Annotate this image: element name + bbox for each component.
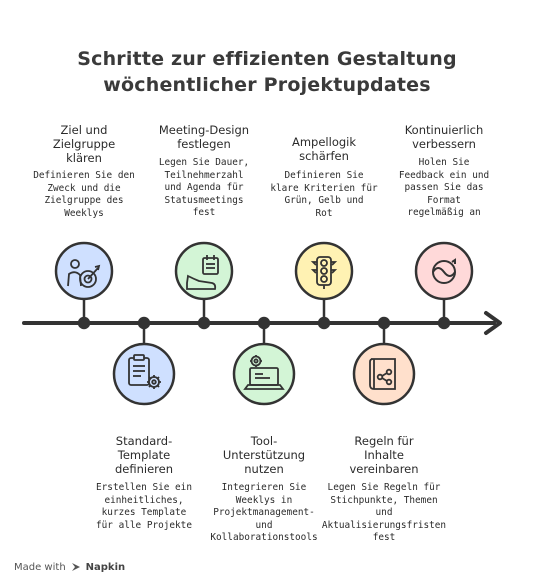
step-7-circle <box>414 241 474 301</box>
target-archer-icon <box>67 259 101 288</box>
step-6-circle <box>352 342 416 406</box>
title-line-2: wöchentlicher Projektupdates <box>103 74 431 96</box>
laptop-gear-icon <box>243 355 285 390</box>
step-3-title: Meeting-Design festlegen <box>158 123 250 151</box>
step-4-title: Tool- Unterstützung nutzen <box>222 434 306 476</box>
step-3-description: Legen Sie Dauer, Teilnehmerzahl und Agen… <box>158 157 250 218</box>
step-5-title: Ampellogik schärfen <box>291 135 357 163</box>
step-1-title: Ziel und Zielgruppe klären <box>52 123 116 165</box>
book-share-icon <box>369 358 396 390</box>
step-7-title: Kontinuierlich verbessern <box>404 123 484 151</box>
infinity-loop-icon <box>432 258 456 284</box>
step-5-description: Definieren Sie klare Kriterien für Grün,… <box>270 170 378 219</box>
title-line-1: Schritte zur effizienten Gestaltung <box>77 48 457 70</box>
footer-watermark: Made with Napkin <box>14 561 125 573</box>
document-gear-icon <box>128 354 161 389</box>
traffic-light-icon <box>310 256 338 289</box>
napkin-logo-icon <box>71 563 80 571</box>
made-with-label: Made with <box>14 561 66 573</box>
timeline-arrowhead <box>484 311 502 335</box>
diagram-title: Schritte zur effizienten Gestaltung wöch… <box>0 46 534 98</box>
step-4-description: Integrieren Sie Weeklys in Projektmanage… <box>210 482 318 543</box>
step-2-description: Erstellen Sie ein einheitliches, kurzes … <box>96 482 192 531</box>
calendar-shoe-icon <box>186 255 219 290</box>
timeline-markers <box>77 299 451 344</box>
napkin-brand-label: Napkin <box>85 561 126 573</box>
step-2-title: Standard- Template definieren <box>114 434 174 476</box>
step-1-circle <box>54 241 114 301</box>
step-6-title: Regeln für Inhalte vereinbaren <box>349 434 419 476</box>
step-7-description: Holen Sie Feedback ein und passen Sie da… <box>398 157 490 218</box>
step-3-circle <box>174 241 234 301</box>
step-1-description: Definieren Sie den Zweck und die Zielgru… <box>33 170 135 219</box>
step-5-circle <box>294 241 354 301</box>
step-4-circle <box>232 342 296 406</box>
step-2-circle <box>112 342 176 406</box>
step-6-description: Legen Sie Regeln für Stichpunkte, Themen… <box>321 482 447 543</box>
